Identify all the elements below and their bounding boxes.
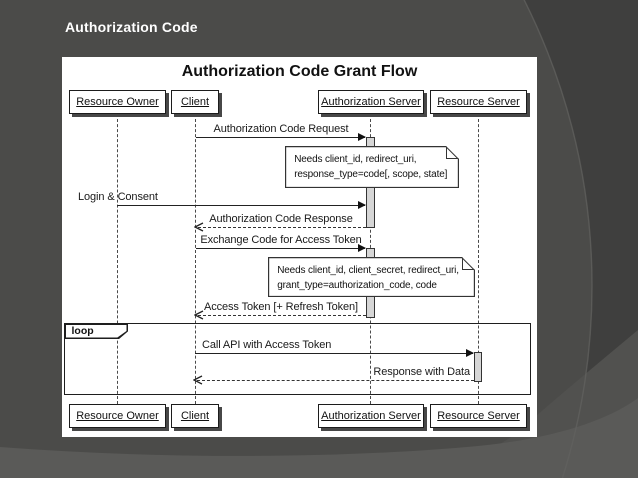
actor-box-client-top: Client [171,90,219,114]
arrowhead-icon [466,349,474,357]
note-line: response_type=code[, scope, state] [294,169,448,181]
actor-box-client-bottom: Client [171,404,219,428]
message-label-access-token: Access Token [+ Refresh Token] [203,301,359,313]
message-line [196,137,365,138]
actor-label: Client [180,410,210,422]
actor-label: Client [180,96,210,108]
message-line [195,353,473,354]
note-token-request-params: Needs client_id, client_secret, redirect… [268,257,475,297]
note-line: Needs client_id, client_secret, redirect… [277,265,459,277]
note-text: Needs client_id, redirect_uri, response_… [286,147,458,187]
message-line [117,205,365,206]
loop-operator-label: loop [65,324,127,338]
loop-operator-tab: loop [64,323,128,339]
arrowhead-icon [358,133,366,141]
open-arrowhead-icon [193,375,203,385]
message-label-auth-code-request: Authorization Code Request [213,123,349,135]
diagram-title: Authorization Code Grant Flow [181,63,418,80]
message-label-auth-code-response: Authorization Code Response [209,213,353,225]
open-arrowhead-icon [194,310,204,320]
lifeline-client [195,114,196,404]
lifeline-resource-server [478,114,479,404]
actor-box-resource-server-bottom: Resource Server [430,404,527,428]
actor-box-resource-owner-top: Resource Owner [69,90,166,114]
actor-box-authorization-server-top: Authorization Server [318,90,424,114]
note-auth-request-params: Needs client_id, redirect_uri, response_… [285,146,459,188]
actor-label: Authorization Server [321,96,421,108]
note-line: grant_type=authorization_code, code [277,280,437,292]
message-label-login-consent: Login & Consent [78,191,158,203]
message-label-call-api: Call API with Access Token [202,339,332,351]
note-text: Needs client_id, client_secret, redirect… [269,258,474,296]
slide-title: Authorization Code [65,19,198,35]
actor-box-resource-owner-bottom: Resource Owner [69,404,166,428]
message-line [196,248,365,249]
actor-label: Resource Server [437,410,520,422]
loop-fragment: loop [64,323,531,395]
message-line [198,315,366,316]
note-line: Needs client_id, redirect_uri, [294,154,417,166]
message-line [198,227,366,228]
note-fold-icon [462,257,475,270]
activation-bar-resource-server [474,352,482,382]
actor-box-resource-server-top: Resource Server [430,90,527,114]
arrowhead-icon [358,201,366,209]
open-arrowhead-icon [194,222,204,232]
sequence-diagram-panel: Authorization Code Grant Flow Resource O… [62,57,537,437]
note-fold-icon [446,146,459,159]
message-label-response-data: Response with Data [373,366,470,378]
actor-label: Resource Owner [76,96,159,108]
lifeline-resource-owner [117,114,118,404]
actor-box-authorization-server-bottom: Authorization Server [318,404,424,428]
actor-label: Authorization Server [321,410,421,422]
actor-label: Resource Owner [76,410,159,422]
actor-label: Resource Server [437,96,520,108]
arrowhead-icon [358,244,366,252]
message-label-exchange-code: Exchange Code for Access Token [200,234,362,246]
message-line [197,380,474,381]
